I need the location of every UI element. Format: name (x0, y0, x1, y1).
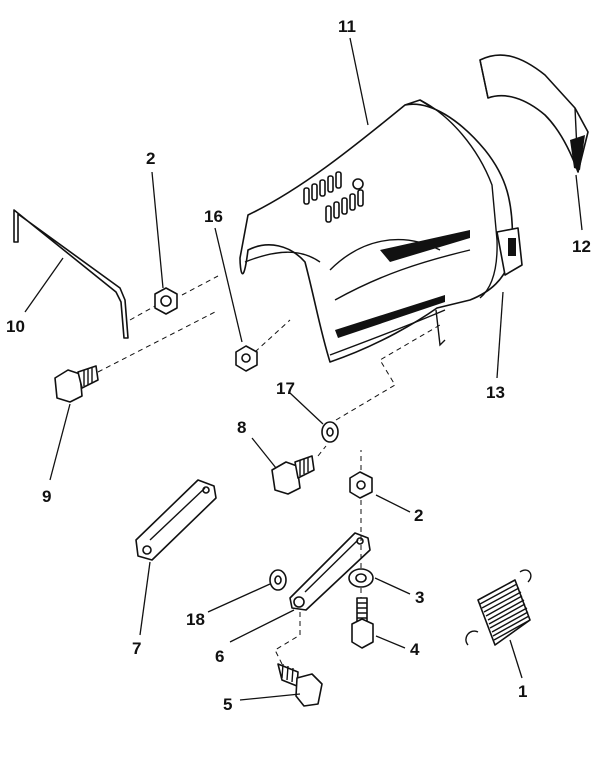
spring-1 (465, 569, 532, 646)
callout-10: 10 (6, 317, 25, 336)
callout-8: 8 (237, 418, 246, 437)
callout-6: 6 (215, 647, 224, 666)
vent-slots (303, 171, 364, 223)
hex-nut-lower (349, 471, 373, 499)
callout-1: 1 (518, 682, 527, 701)
callout-numbers: 11 12 13 2 10 16 17 8 9 2 3 18 4 6 7 1 5 (6, 17, 591, 714)
bracket-7 (135, 479, 217, 561)
bolt-4 (351, 597, 374, 649)
callout-4: 4 (410, 640, 420, 659)
alignment-lines (97, 275, 441, 665)
bolt-5 (277, 663, 323, 707)
rod-part (13, 209, 129, 339)
shroud-cover (239, 99, 523, 363)
callout-2-lower: 2 (414, 506, 423, 525)
callout-16: 16 (204, 207, 223, 226)
deflector-part (479, 54, 589, 173)
hex-nut-16 (235, 345, 258, 372)
washer-3 (348, 568, 374, 588)
callout-7: 7 (132, 639, 141, 658)
bolt-9 (54, 365, 99, 403)
callout-18: 18 (186, 610, 205, 629)
callout-2-upper: 2 (146, 149, 155, 168)
callout-17: 17 (276, 379, 295, 398)
washer-17 (321, 421, 339, 443)
callout-12: 12 (572, 237, 591, 256)
hex-nut-upper (154, 287, 178, 315)
callout-9: 9 (42, 487, 51, 506)
callout-11: 11 (338, 17, 356, 36)
washer-18 (269, 569, 287, 591)
leader-lines (24, 37, 583, 701)
bolt-8 (271, 455, 315, 495)
callout-5: 5 (223, 695, 232, 714)
callout-3: 3 (415, 588, 424, 607)
callout-13: 13 (486, 383, 505, 402)
